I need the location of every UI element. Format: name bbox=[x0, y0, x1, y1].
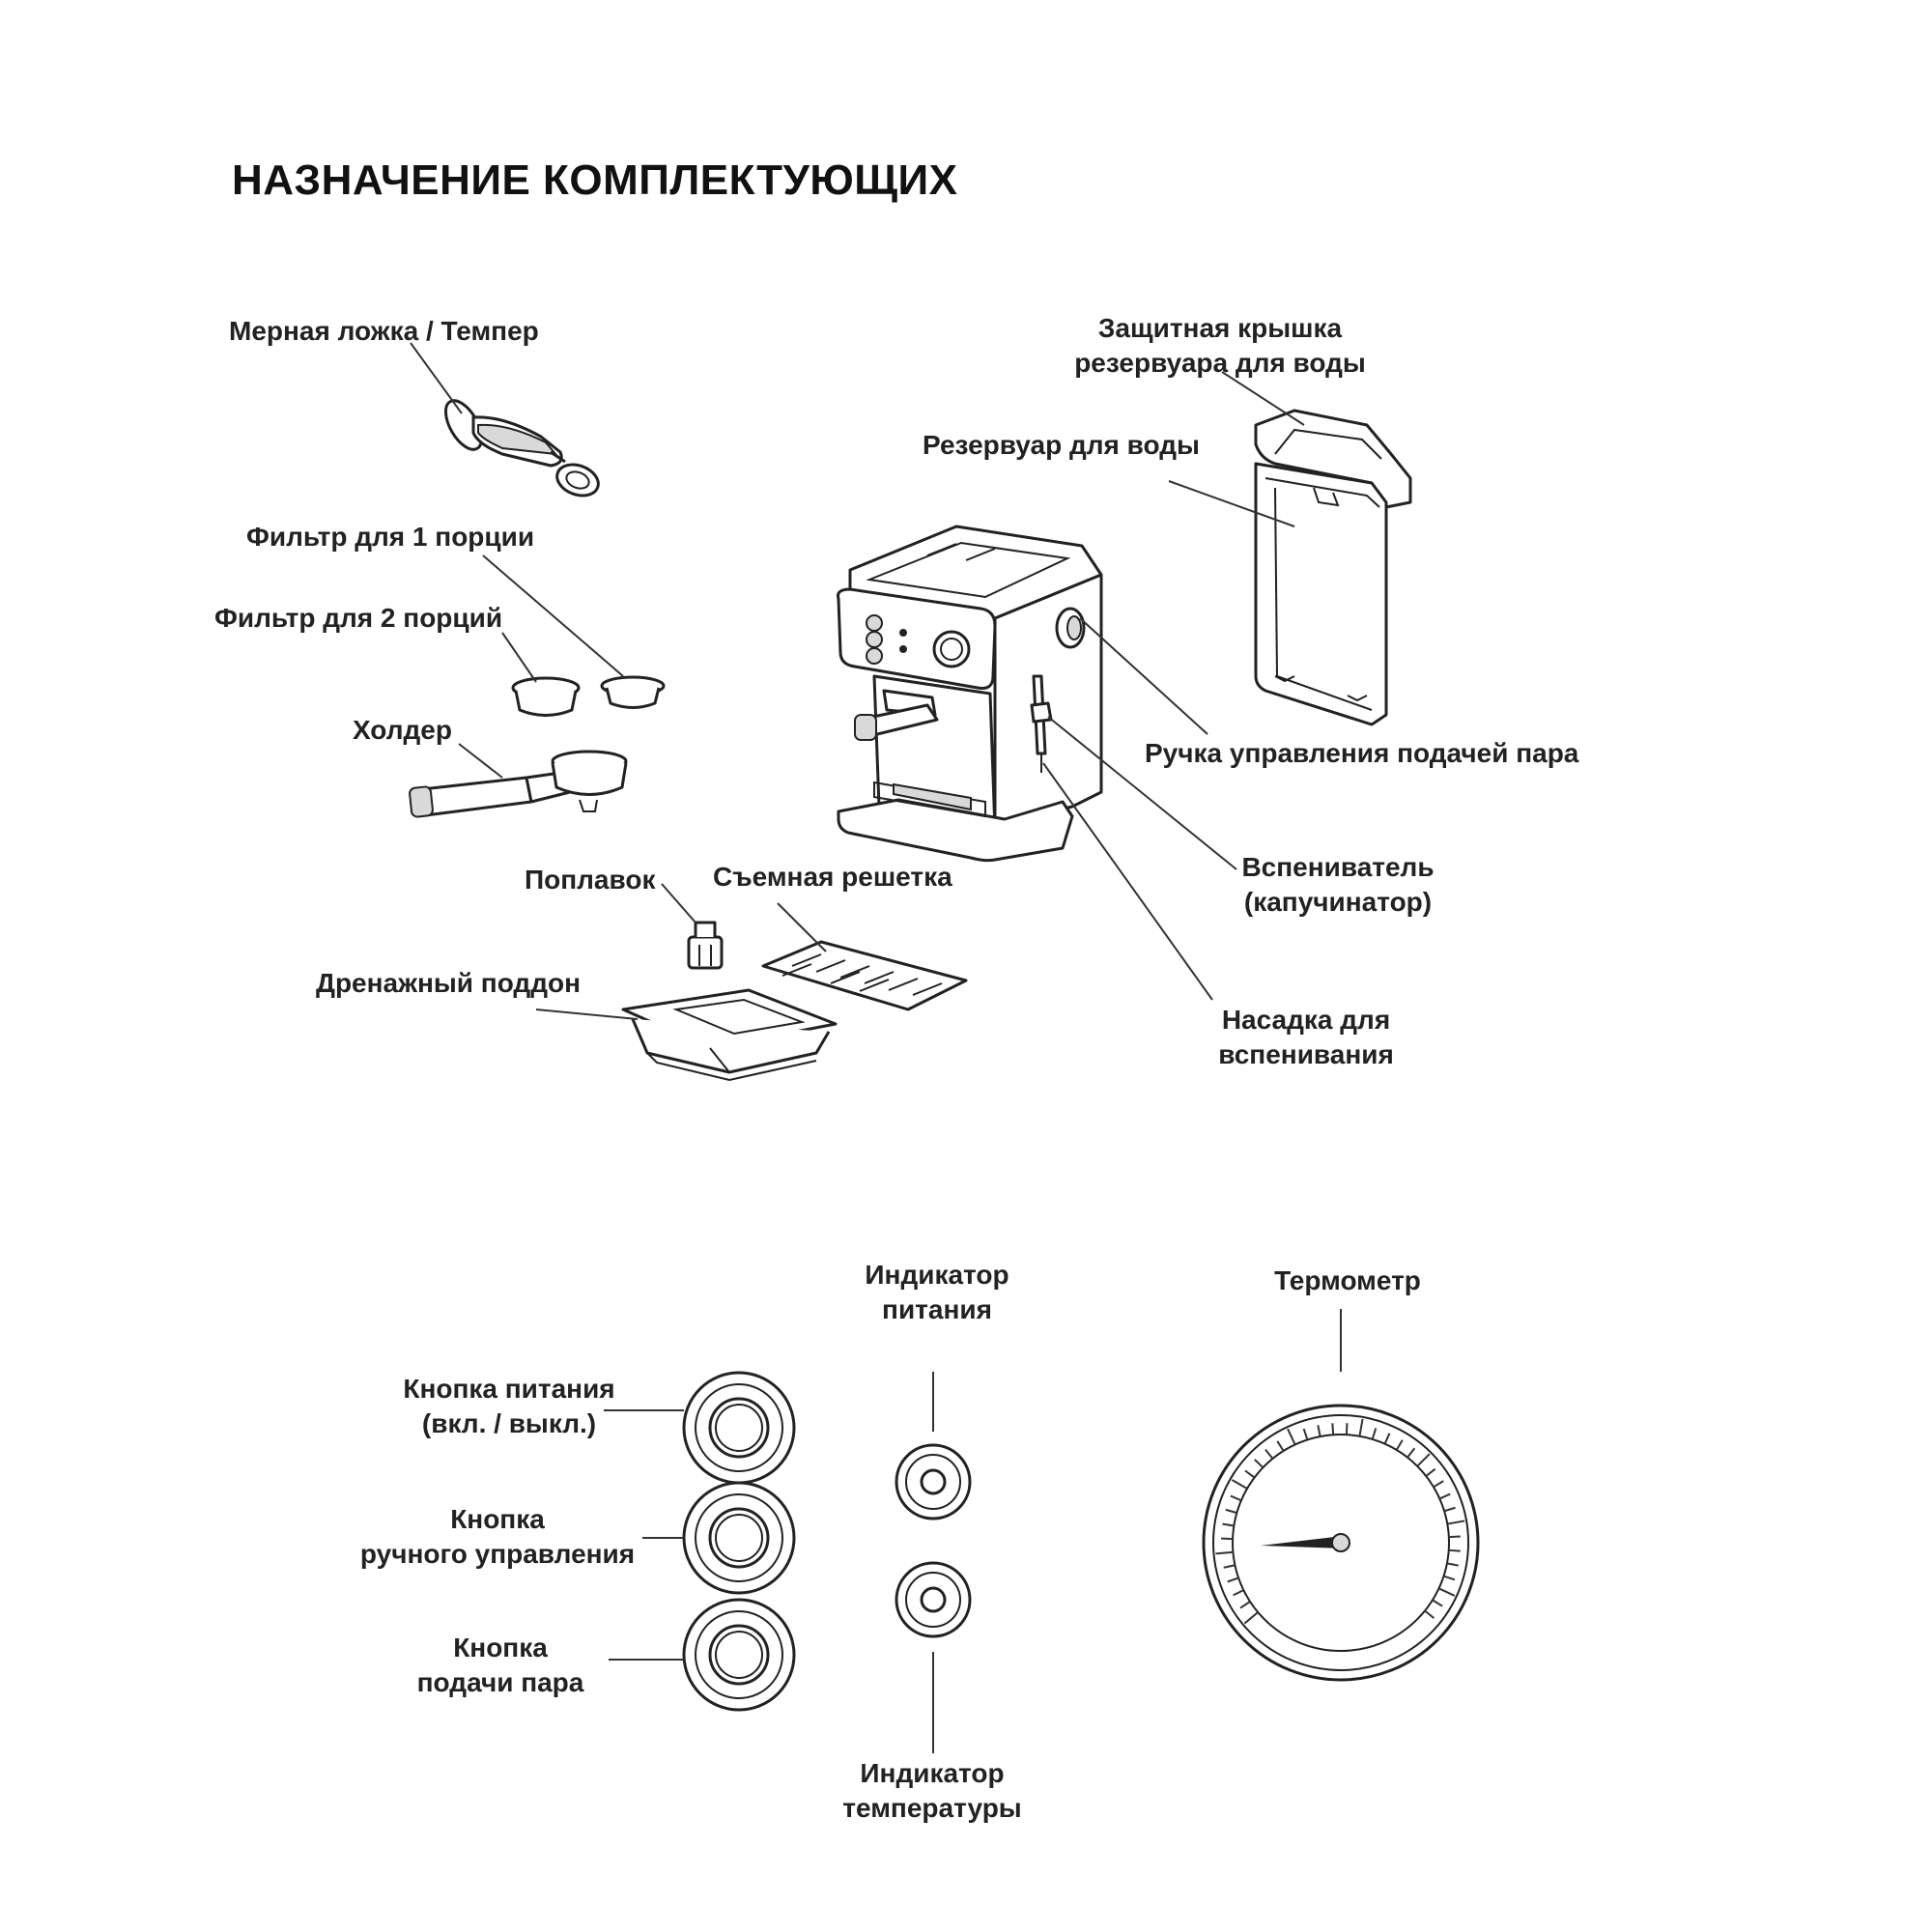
label-frother-line1: Вспениватель bbox=[1241, 852, 1435, 882]
label-holder: Холдер bbox=[353, 715, 452, 745]
thermometer-tick bbox=[1345, 1423, 1349, 1435]
thermometer-tick bbox=[1239, 1601, 1251, 1609]
grate-drawing bbox=[761, 940, 968, 1011]
thermometer-tick bbox=[1438, 1492, 1451, 1500]
thermometer-tick bbox=[1244, 1469, 1256, 1479]
label-power-button: Кнопка питания (вкл. / выкл.) bbox=[403, 1372, 614, 1441]
tamper-spoon-drawing bbox=[443, 399, 600, 497]
thermometer-tick bbox=[1225, 1508, 1237, 1515]
label-power-button-line2: (вкл. / выкл.) bbox=[421, 1408, 597, 1438]
temp-indicator-drawing bbox=[895, 1561, 972, 1638]
thermometer-tick bbox=[1230, 1494, 1242, 1502]
holder-drawing bbox=[409, 750, 628, 818]
thermometer-tick bbox=[1233, 1589, 1244, 1597]
label-filter-single: Фильтр для 1 порции bbox=[246, 522, 535, 552]
thermometer-tick bbox=[1448, 1535, 1461, 1539]
thermometer-tick bbox=[1223, 1564, 1236, 1569]
label-grate: Съемная решетка bbox=[713, 862, 952, 892]
label-nozzle-line2: вспенивания bbox=[1218, 1039, 1394, 1069]
thermometer-tick bbox=[1425, 1467, 1436, 1477]
label-nozzle-line1: Насадка для bbox=[1221, 1005, 1391, 1035]
thermometer-tick bbox=[1231, 1479, 1248, 1490]
label-manual-button-line1: Кнопка bbox=[450, 1504, 545, 1534]
thermometer-tick bbox=[1448, 1548, 1461, 1552]
thermometer-tick bbox=[1222, 1522, 1235, 1527]
leader-lines bbox=[410, 342, 1305, 1020]
label-tank-lid: Защитная крышка резервуара для воды bbox=[1074, 311, 1366, 381]
water-tank-drawing bbox=[1254, 409, 1412, 726]
label-steam-knob: Ручка управления подачей пара bbox=[1145, 738, 1579, 768]
thermometer-tick bbox=[1406, 1447, 1416, 1459]
thermometer-tick bbox=[1287, 1428, 1296, 1445]
page-title: НАЗНАЧЕНИЕ КОМПЛЕКТУЮЩИХ bbox=[232, 156, 958, 204]
thermometer-tick bbox=[1276, 1440, 1285, 1452]
label-filter-double: Фильтр для 2 порций bbox=[214, 603, 503, 633]
label-temp-indicator-line2: температуры bbox=[842, 1793, 1022, 1823]
espresso-machine-drawing bbox=[837, 525, 1103, 863]
thermometer-tick bbox=[1383, 1433, 1391, 1445]
label-frothing-nozzle: Насадка для вспенивания bbox=[1218, 1003, 1394, 1072]
thermometer-tick bbox=[1302, 1428, 1309, 1440]
label-drip-tray: Дренажный поддон bbox=[316, 968, 581, 998]
thermometer-tick bbox=[1331, 1423, 1335, 1435]
thermometer-tick bbox=[1215, 1550, 1234, 1555]
label-tank-lid-line2: резервуара для воды bbox=[1074, 348, 1366, 378]
thermometer-tick bbox=[1438, 1587, 1456, 1597]
thermometer-tick bbox=[1395, 1439, 1404, 1451]
thermometer-tick bbox=[1358, 1418, 1364, 1436]
steam-button-drawing bbox=[682, 1598, 796, 1712]
thermometer-tick bbox=[1443, 1506, 1456, 1513]
label-steam-button-line1: Кнопка bbox=[453, 1633, 548, 1662]
thermometer-tick bbox=[1317, 1425, 1321, 1437]
thermometer-tick bbox=[1432, 1599, 1443, 1607]
label-float: Поплавок bbox=[525, 865, 656, 895]
label-power-indicator: Индикатор питания bbox=[865, 1258, 1009, 1327]
label-steam-button-line2: подачи пара bbox=[416, 1667, 584, 1697]
thermometer-tick bbox=[1243, 1611, 1259, 1625]
manual-button-drawing bbox=[682, 1481, 796, 1595]
label-power-button-line1: Кнопка питания bbox=[403, 1374, 615, 1404]
label-manual-button-line2: ручного управления bbox=[359, 1539, 636, 1569]
thermometer-tick bbox=[1443, 1575, 1456, 1581]
float-drawing bbox=[687, 921, 724, 970]
power-indicator-drawing bbox=[895, 1443, 972, 1520]
label-temp-indicator-line1: Индикатор bbox=[860, 1758, 1005, 1788]
label-power-indicator-line1: Индикатор bbox=[865, 1260, 1009, 1290]
thermometer-tick bbox=[1264, 1449, 1274, 1460]
thermometer-tick bbox=[1433, 1480, 1444, 1489]
thermometer-tick bbox=[1254, 1459, 1264, 1468]
panel-leader-lines bbox=[604, 1309, 1342, 1753]
thermometer-tick bbox=[1446, 1562, 1459, 1567]
thermometer-tick bbox=[1227, 1577, 1239, 1583]
thermometer-tick bbox=[1447, 1520, 1465, 1525]
label-tank-lid-line1: Защитная крышка bbox=[1097, 313, 1343, 343]
label-frother-line2: (капучинатор) bbox=[1243, 887, 1433, 917]
label-temp-indicator: Индикатор температуры bbox=[842, 1756, 1021, 1826]
power-button-drawing bbox=[682, 1371, 796, 1485]
thermometer-tick bbox=[1371, 1428, 1378, 1440]
label-tamper: Мерная ложка / Темпер bbox=[229, 316, 539, 346]
label-frother: Вспениватель (капучинатор) bbox=[1241, 850, 1434, 920]
label-manual-button: Кнопка ручного управления bbox=[360, 1502, 635, 1572]
filter-single-drawing bbox=[600, 675, 666, 709]
label-thermometer: Термометр bbox=[1274, 1265, 1421, 1295]
drip-tray-drawing bbox=[621, 988, 838, 1082]
filter-double-drawing bbox=[511, 676, 581, 717]
label-power-indicator-line2: питания bbox=[882, 1294, 992, 1324]
thermometer-tick bbox=[1416, 1453, 1431, 1467]
thermometer-drawing bbox=[1202, 1404, 1480, 1682]
thermometer-tick bbox=[1424, 1609, 1435, 1619]
label-steam-button: Кнопка подачи пара bbox=[417, 1631, 584, 1700]
label-water-tank: Резервуар для воды bbox=[923, 430, 1200, 460]
